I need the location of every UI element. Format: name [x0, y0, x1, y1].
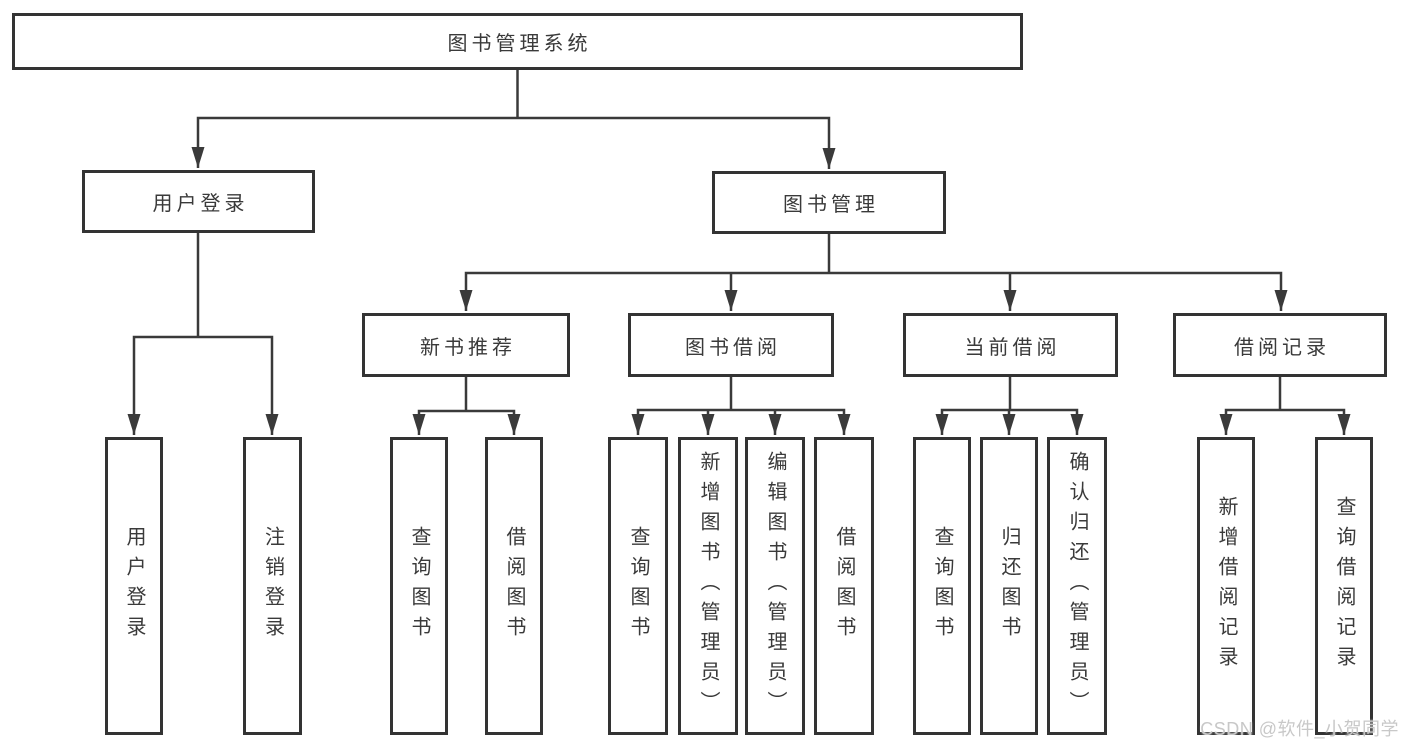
- leaf-borrow-books-recommend: 借阅图书: [485, 437, 543, 735]
- leaf-label: 查询图书: [408, 526, 430, 646]
- leaf-return-books: 归还图书: [980, 437, 1038, 735]
- leaf-add-books-admin: 新增图书（管理员）: [678, 437, 738, 735]
- leaf-label: 确认归还（管理员）: [1066, 451, 1088, 721]
- leaf-label: 查询借阅记录: [1333, 496, 1355, 676]
- node-book-management: 图书管理: [712, 171, 946, 234]
- leaf-add-borrow-record: 新增借阅记录: [1197, 437, 1255, 735]
- csdn-watermark: CSDN @软件_小贺同学: [1200, 719, 1399, 739]
- leaf-confirm-return-admin: 确认归还（管理员）: [1047, 437, 1107, 735]
- node-user-login: 用户登录: [82, 170, 315, 233]
- leaf-label: 查询图书: [931, 526, 953, 646]
- node-current-borrowing: 当前借阅: [903, 313, 1118, 377]
- leaf-query-books-current: 查询图书: [913, 437, 971, 735]
- leaf-label: 借阅图书: [503, 526, 525, 646]
- leaf-query-books-borrow: 查询图书: [608, 437, 668, 735]
- leaf-query-borrow-record: 查询借阅记录: [1315, 437, 1373, 735]
- node-library-management-system: 图书管理系统: [12, 13, 1023, 70]
- leaf-label: 编辑图书（管理员）: [764, 451, 786, 721]
- leaf-label: 查询图书: [627, 526, 649, 646]
- leaf-query-books-recommend: 查询图书: [390, 437, 448, 735]
- leaf-label: 注销登录: [261, 526, 284, 646]
- leaf-edit-books-admin: 编辑图书（管理员）: [745, 437, 805, 735]
- node-new-book-recommendation: 新书推荐: [362, 313, 570, 377]
- leaf-label: 用户登录: [123, 526, 145, 646]
- leaf-label: 新增图书（管理员）: [697, 451, 719, 721]
- leaf-user-login: 用户登录: [105, 437, 163, 735]
- node-book-borrowing: 图书借阅: [628, 313, 834, 377]
- leaf-label: 归还图书: [998, 526, 1020, 646]
- leaf-label: 借阅图书: [833, 526, 855, 646]
- leaf-logout: 注销登录: [243, 437, 302, 735]
- leaf-label: 新增借阅记录: [1215, 496, 1237, 676]
- node-borrowing-records: 借阅记录: [1173, 313, 1387, 377]
- leaf-borrow-books: 借阅图书: [814, 437, 874, 735]
